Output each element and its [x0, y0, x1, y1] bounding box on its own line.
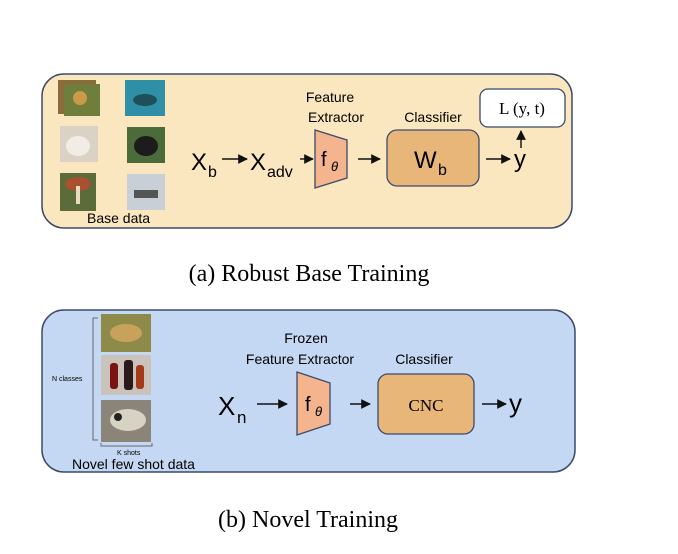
feature-extractor-trapezoid [314, 129, 348, 189]
caption-b: (b) Novel Training [218, 507, 398, 533]
base-data-images [58, 80, 165, 211]
feature-extractor-label-line2: Extractor [308, 109, 364, 125]
novel-input-subscript: n [237, 408, 246, 427]
n-classes-bracket [92, 317, 98, 441]
classifier-symbol: W [414, 147, 437, 174]
novel-data-label: Novel few shot data [72, 456, 195, 472]
k-shots-bracket [100, 443, 153, 447]
base-data-label: Base data [87, 210, 150, 226]
feature-extractor-theta: θ [331, 159, 338, 174]
output-y: y [514, 146, 526, 173]
base-training-panel [41, 73, 573, 229]
k-shots-label: K shots [117, 450, 141, 457]
adversarial-input-subscript: adv [267, 164, 293, 181]
cnc-box [377, 373, 475, 435]
classifier-box [386, 129, 480, 187]
novel-data-images [101, 314, 151, 442]
frozen-extractor-theta: θ [315, 404, 322, 419]
frozen-extractor-symbol: f [305, 394, 311, 416]
adversarial-input-symbol: X [250, 149, 266, 176]
n-classes-label: N classes [52, 376, 83, 383]
classifier-label: Classifier [404, 109, 462, 125]
novel-input-symbol: X [218, 391, 235, 421]
frozen-label-line1: Frozen [284, 330, 328, 346]
loss-label: L (y, t) [499, 99, 545, 118]
caption-a: (a) Robust Base Training [189, 261, 430, 287]
base-input-symbol: X [191, 149, 207, 176]
novel-output-y: y [509, 388, 522, 418]
cnc-label: CNC [409, 396, 444, 415]
frozen-extractor-trapezoid [296, 371, 331, 436]
base-input-subscript: b [208, 164, 217, 181]
loss-box [479, 88, 566, 128]
feature-extractor-label-line1: Feature [306, 89, 354, 105]
classifier-subscript: b [438, 162, 447, 179]
feature-extractor-symbol: f [321, 149, 327, 171]
cnc-classifier-label: Classifier [395, 351, 453, 367]
frozen-label-line2: Feature Extractor [246, 351, 354, 367]
